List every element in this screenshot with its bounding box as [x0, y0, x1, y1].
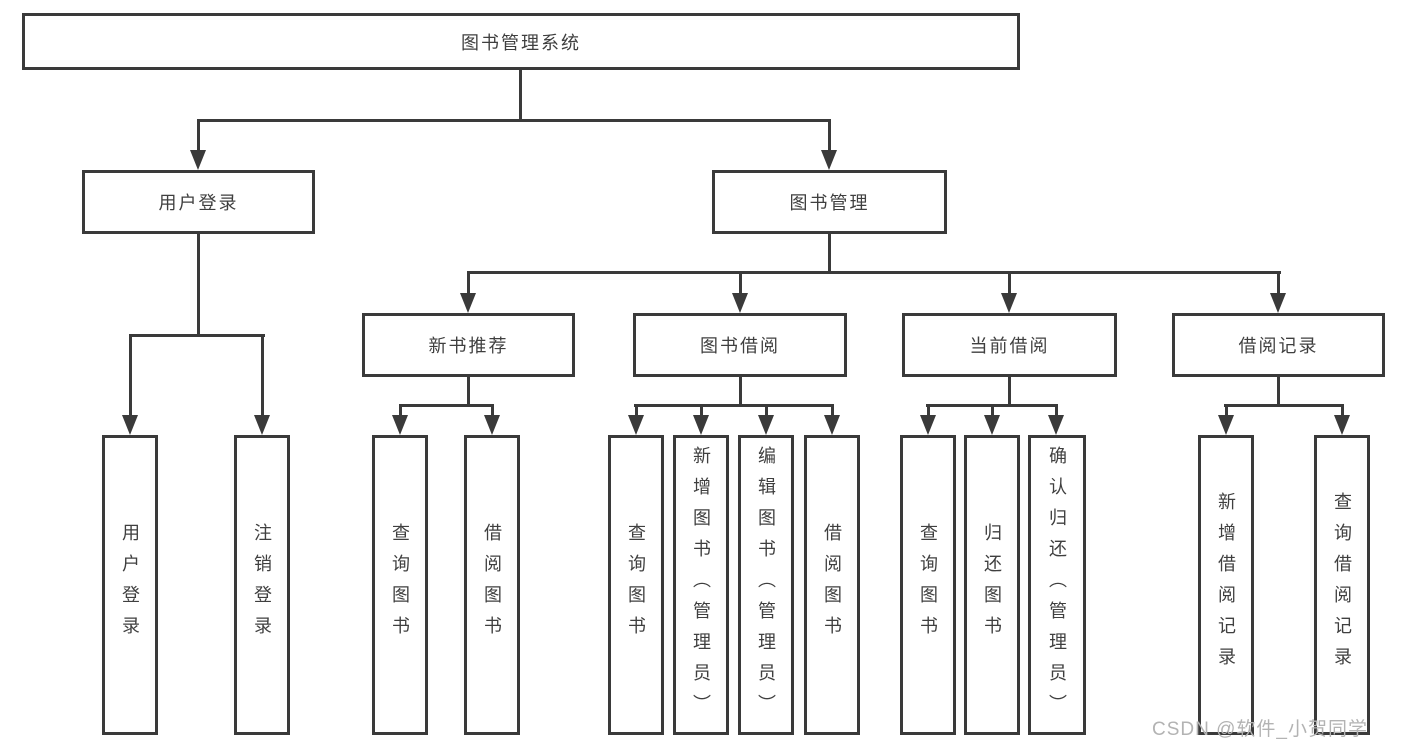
connector-user-login-branch — [129, 334, 265, 337]
connector-new-book-stem — [467, 377, 470, 407]
arrowhead-to-bb-borrow — [824, 415, 840, 435]
connector-user-login-drop-2 — [261, 334, 264, 417]
connector-current-borrow-drop-2 — [991, 404, 994, 418]
leaf-logout-label: 注销登录 — [252, 523, 272, 647]
arrowhead-to-borrow-record — [1270, 293, 1286, 313]
leaf-br-query-record: 查询借阅记录 — [1314, 435, 1370, 735]
leaf-nb-query-book-label: 查询图书 — [390, 523, 410, 647]
connector-borrow-record-drop-1 — [1225, 404, 1228, 418]
leaf-br-add-record-label: 新增借阅记录 — [1216, 492, 1236, 678]
connector-book-borrow-drop-4 — [831, 404, 834, 418]
leaf-cb-query-book: 查询图书 — [900, 435, 956, 735]
arrowhead-to-bb-query — [628, 415, 644, 435]
connector-book-mgmt-drop-2 — [739, 271, 742, 295]
node-borrow-record: 借阅记录 — [1172, 313, 1385, 377]
connector-book-mgmt-drop-4 — [1277, 271, 1280, 295]
connector-root-left-drop — [197, 119, 200, 152]
node-book-mgmt-label: 图书管理 — [789, 193, 870, 213]
connector-user-login-stem — [197, 234, 200, 337]
connector-root-branch — [197, 119, 831, 122]
leaf-cb-query-book-label: 查询图书 — [918, 523, 938, 647]
connector-book-borrow-drop-1 — [635, 404, 638, 418]
node-new-book-label: 新书推荐 — [428, 336, 509, 356]
leaf-cb-confirm-return-admin: 确认归还（管理员） — [1028, 435, 1086, 735]
connector-book-mgmt-drop-1 — [467, 271, 470, 295]
leaf-bb-edit-book-admin: 编辑图书（管理员） — [738, 435, 794, 735]
leaf-bb-add-book-admin: 新增图书（管理员） — [673, 435, 729, 735]
connector-current-borrow-stem — [1008, 377, 1011, 407]
leaf-logout: 注销登录 — [234, 435, 290, 735]
arrowhead-to-current-borrow — [1001, 293, 1017, 313]
connector-user-login-drop-1 — [129, 334, 132, 417]
leaf-nb-borrow-book: 借阅图书 — [464, 435, 520, 735]
node-root: 图书管理系统 — [22, 13, 1020, 70]
leaf-cb-return-book: 归还图书 — [964, 435, 1020, 735]
leaf-bb-borrow-book: 借阅图书 — [804, 435, 860, 735]
node-new-book: 新书推荐 — [362, 313, 575, 377]
connector-book-borrow-drop-2 — [700, 404, 703, 418]
node-book-borrow-label: 图书借阅 — [700, 336, 780, 356]
leaf-bb-add-book-admin-label: 新增图书（管理员） — [691, 445, 711, 725]
arrowhead-to-book-mgmt — [821, 150, 837, 170]
leaf-nb-borrow-book-label: 借阅图书 — [482, 523, 502, 647]
node-book-mgmt: 图书管理 — [712, 170, 947, 234]
arrowhead-to-nb-query — [392, 415, 408, 435]
leaf-bb-query-book: 查询图书 — [608, 435, 664, 735]
arrowhead-to-user-login — [190, 150, 206, 170]
leaf-user-login-label: 用户登录 — [120, 523, 140, 647]
node-current-borrow: 当前借阅 — [902, 313, 1117, 377]
arrowhead-to-cb-return — [984, 415, 1000, 435]
connector-new-book-drop-1 — [399, 404, 402, 418]
connector-book-mgmt-stem — [828, 234, 831, 274]
leaf-user-login: 用户登录 — [102, 435, 158, 735]
leaf-bb-borrow-book-label: 借阅图书 — [822, 523, 842, 647]
connector-root-right-drop — [828, 119, 831, 152]
arrowhead-to-book-borrow — [732, 293, 748, 313]
arrowhead-to-bb-edit — [758, 415, 774, 435]
leaf-br-add-record: 新增借阅记录 — [1198, 435, 1254, 735]
leaf-bb-edit-book-admin-label: 编辑图书（管理员） — [756, 445, 776, 725]
arrowhead-to-leaf-logout — [254, 415, 270, 435]
connector-new-book-drop-2 — [491, 404, 494, 418]
arrowhead-to-bb-add — [693, 415, 709, 435]
node-user-login-label: 用户登录 — [158, 193, 239, 213]
arrowhead-to-nb-borrow — [484, 415, 500, 435]
leaf-br-query-record-label: 查询借阅记录 — [1332, 492, 1352, 678]
connector-current-borrow-drop-1 — [927, 404, 930, 418]
node-book-borrow: 图书借阅 — [633, 313, 847, 377]
leaf-cb-return-book-label: 归还图书 — [982, 523, 1002, 647]
arrowhead-to-leaf-login — [122, 415, 138, 435]
connector-book-mgmt-branch — [467, 271, 1281, 274]
connector-new-book-branch — [399, 404, 494, 407]
connector-book-borrow-stem — [739, 377, 742, 407]
arrowhead-to-cb-confirm — [1048, 415, 1064, 435]
connector-borrow-record-stem — [1277, 377, 1280, 407]
csdn-watermark: CSDN @软件_小贺同学 — [1152, 719, 1368, 740]
node-current-borrow-label: 当前借阅 — [969, 336, 1050, 356]
arrowhead-to-cb-query — [920, 415, 936, 435]
node-user-login: 用户登录 — [82, 170, 315, 234]
arrowhead-to-new-book — [460, 293, 476, 313]
connector-borrow-record-branch — [1224, 404, 1344, 407]
node-root-label: 图书管理系统 — [461, 32, 581, 53]
node-borrow-record-label: 借阅记录 — [1238, 336, 1319, 356]
arrowhead-to-br-add — [1218, 415, 1234, 435]
connector-book-borrow-branch — [634, 404, 834, 407]
arrowhead-to-br-query — [1334, 415, 1350, 435]
connector-book-borrow-drop-3 — [765, 404, 768, 418]
connector-root-stem — [519, 70, 522, 120]
leaf-cb-confirm-return-admin-label: 确认归还（管理员） — [1047, 445, 1067, 725]
leaf-bb-query-book-label: 查询图书 — [626, 523, 646, 647]
connector-current-borrow-drop-3 — [1055, 404, 1058, 418]
connector-book-mgmt-drop-3 — [1008, 271, 1011, 295]
connector-borrow-record-drop-2 — [1341, 404, 1344, 418]
leaf-nb-query-book: 查询图书 — [372, 435, 428, 735]
